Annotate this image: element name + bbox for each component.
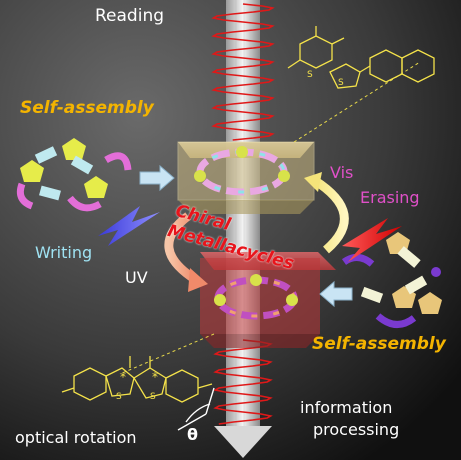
polarized-wave-bottom (213, 339, 273, 425)
erasing-arrow (311, 176, 349, 254)
polarized-wave-top (211, 3, 275, 141)
assembly-arrow-left (139, 164, 175, 192)
self-assembly-label-top: Self-assembly (20, 98, 154, 118)
visible-light-bolt (342, 218, 402, 262)
sulfur-atom-bottom-right: S (150, 392, 156, 402)
closed-building-blocks (341, 232, 442, 328)
optical-rotation-icon (177, 387, 215, 431)
leader-line-top (293, 61, 421, 143)
optical-rotation-label: optical rotation (15, 428, 137, 447)
closed-isomer-block (200, 252, 336, 348)
writing-label: Writing (35, 243, 93, 262)
uv-light-bolt (98, 206, 160, 246)
writing-arrow (164, 212, 199, 284)
sulfur-atom-top-right: S (338, 78, 344, 88)
open-form-structure (287, 26, 435, 89)
light-beam (214, 0, 272, 458)
leader-line-bottom (119, 333, 215, 375)
closed-form-structure (61, 356, 213, 403)
reading-label: Reading (95, 6, 165, 26)
information-label: information (300, 398, 393, 417)
erasing-arrowhead (304, 172, 322, 192)
open-building-blocks (16, 138, 132, 212)
writing-arrowhead (188, 268, 208, 292)
beam-arrowhead (214, 426, 272, 458)
processing-label: processing (313, 420, 400, 439)
sulfur-atom-bottom-left: S (116, 392, 122, 402)
open-isomer-block (177, 141, 315, 214)
uv-label: UV (125, 268, 148, 287)
stereocenter-star-right: * (152, 370, 158, 384)
assembly-arrow-right (319, 280, 353, 308)
self-assembly-label-bottom: Self-assembly (312, 334, 446, 354)
theta-label: θ (187, 425, 198, 444)
erasing-label: Erasing (360, 188, 420, 207)
sulfur-atom-top-left: S (307, 70, 313, 80)
stereocenter-star-left: * (120, 370, 126, 384)
vis-label: Vis (330, 163, 354, 182)
